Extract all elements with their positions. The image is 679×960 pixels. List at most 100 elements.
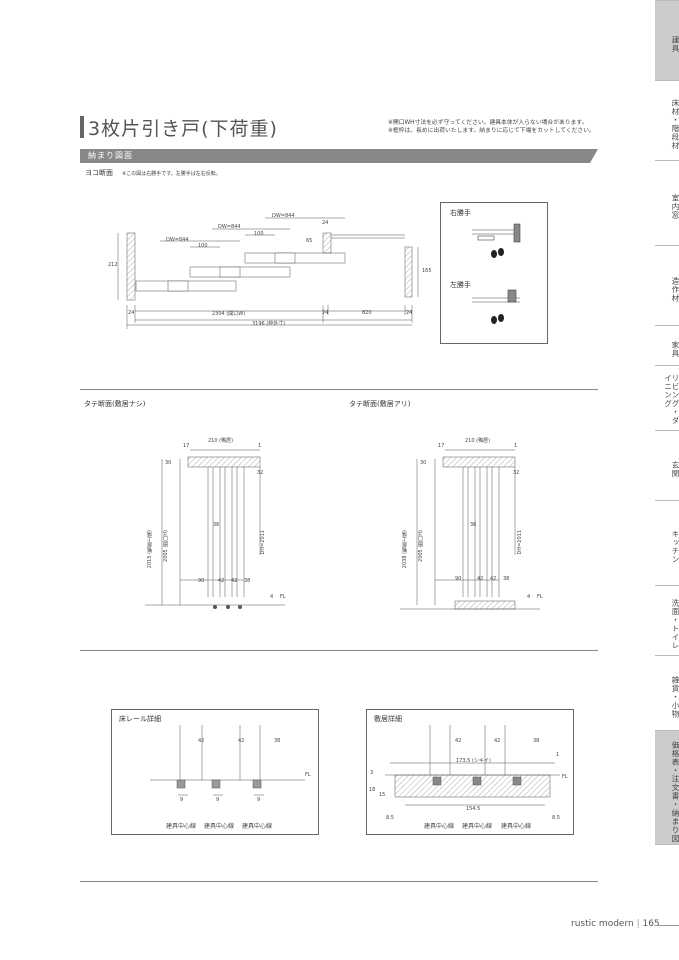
tate2-1: 1 [514,443,518,449]
sill-85b: 8.5 [552,815,560,821]
tate1-17: 17 [183,443,190,449]
tab-tategu[interactable]: 建具 [655,0,679,80]
yoko-dw2: DW=844 [218,224,241,230]
sill-15: 15 [379,792,386,798]
sill-18: 18 [369,787,376,793]
yoko-dw3: DW=844 [272,213,295,219]
rail-center-2: 建具中心線 [204,823,235,830]
sill-1: 1 [556,752,560,758]
yoko-heading: ヨコ断面 [85,169,113,177]
yoko-3196: 3196 (枠外寸) [252,321,286,327]
tate1-4: 4 [270,594,274,600]
sill-box [366,709,574,835]
sill-center-2: 建具中心線 [462,823,493,830]
tate2-210: 210 (鴨居) [465,438,491,444]
divider-3 [80,881,598,882]
tate1-38: 38 [244,578,251,584]
rail-38: 38 [274,738,281,744]
tate2-heading: タテ断面(敷居アリ) [349,400,411,408]
index-tabs: 建具 床材・階段材 室内窓 造作材 家具 リビング・ダイニング 玄関 キッチン … [655,0,679,845]
sill-1545: 154.5 [466,806,481,812]
tate2-17: 17 [438,443,445,449]
rail-fl: FL [305,772,311,778]
tate1-36: 36 [213,522,220,528]
title-bar [80,116,84,138]
sill-heading: 敷居詳細 [374,715,402,723]
tate1-1: 1 [258,443,262,449]
section-label: 納まり図面 [88,151,133,160]
tab-entrance[interactable]: 玄関 [655,430,679,500]
yoko-24c: 24 [406,310,413,316]
right-hand-label: 右勝手 [450,209,471,217]
footer-brand: rustic modern [571,919,634,929]
rail-42a: 42 [198,738,205,744]
tate1-32: 32 [257,470,264,476]
sill-1735: 173.5 (シキイ) [456,758,491,764]
tate2-drawing [400,449,540,610]
tab-zousaku[interactable]: 造作材 [655,245,679,325]
tab-floor[interactable]: 床材・階段材 [655,80,679,160]
tab-furniture[interactable]: 家具 [655,325,679,365]
yoko-165: 165 [422,268,432,274]
yoko-65: 65 [306,238,313,244]
tate1-42b: 42 [231,578,238,584]
yoko-212: 212 [108,262,118,268]
yoko-2304: 2304 (開口W) [212,311,246,317]
tate1-fl: FL [280,594,286,600]
page-number: 165 [642,919,660,929]
rail-drawing [150,725,305,796]
yoko-dw1: DW=844 [166,237,189,243]
note-2: ※框枠は、長めに出荷いたします。納まりに応じて下端をカットしてください。 [388,128,595,134]
rail-center-3: 建具中心線 [242,823,273,830]
rail-heading: 床レール詳細 [119,715,161,723]
sill-fl: FL [562,774,568,780]
tab-washroom[interactable]: 洗面・トイレ [655,585,679,655]
tate1-90: 90 [198,578,205,584]
page-title: 3枚片引き戸(下荷重) [88,118,278,140]
tate2-42b: 42 [490,576,497,582]
yoko-820: 820 [362,310,372,316]
tate1-30: 30 [165,460,172,466]
yoko-drawing [117,217,419,329]
tab-living[interactable]: リビング・ダイニング [655,365,679,430]
tab-goods[interactable]: 雑貨・小物 [655,655,679,730]
tate2-36: 36 [470,522,477,528]
yoko-24a: 24 [128,310,135,316]
note-1: ※開口WH寸法を必ず守ってください。建具本体が入らない場合があります。 [388,120,588,126]
divider-2 [80,650,598,651]
divider-1 [80,389,598,390]
yoko-24b: 24 [322,310,329,316]
tate2-fl: FL [537,594,543,600]
tate2-30: 30 [420,460,427,466]
footer: rustic modern | 165 [571,919,660,929]
left-hand-label: 左勝手 [450,281,471,289]
hand-diagrams [472,223,521,324]
tate2-42a: 42 [477,576,484,582]
sill-42a: 42 [455,738,462,744]
sill-drawing [385,725,560,806]
tate2-38: 38 [503,576,510,582]
tab-kitchen[interactable]: キッチン [655,500,679,585]
tate2-dh: DH=2011 [517,530,523,555]
tate1-2015: 2015 (鴨居上端) [147,530,153,569]
tate2-4: 4 [527,594,531,600]
rail-9a: 9 [180,797,184,803]
tab-window[interactable]: 室内窓 [655,160,679,245]
tab-price[interactable]: 価格表・注文書・納まり図 [655,730,679,845]
tate1-42a: 42 [218,578,225,584]
tate2-2038: 2038 (鴨居上端) [402,530,408,569]
tate1-2005: 2005 (開口H) [163,530,169,562]
yoko-note: ※この図は右勝手です。左勝手は左右反転。 [122,171,221,177]
tate1-dh: DH=2011 [260,530,266,555]
tate1-heading: タテ断面(敷居ナシ) [84,400,146,408]
tate1-drawing [145,449,285,609]
hand-box [440,202,548,344]
tate2-90: 90 [455,576,462,582]
tate2-2005: 2005 (開口H) [418,530,424,562]
yoko-24top: 24 [322,220,329,226]
sill-center-1: 建具中心線 [424,823,455,830]
rail-42b: 42 [238,738,245,744]
rail-9b: 9 [216,797,220,803]
sill-85a: 8.5 [386,815,394,821]
tate1-210: 210 (鴨居) [208,438,234,444]
